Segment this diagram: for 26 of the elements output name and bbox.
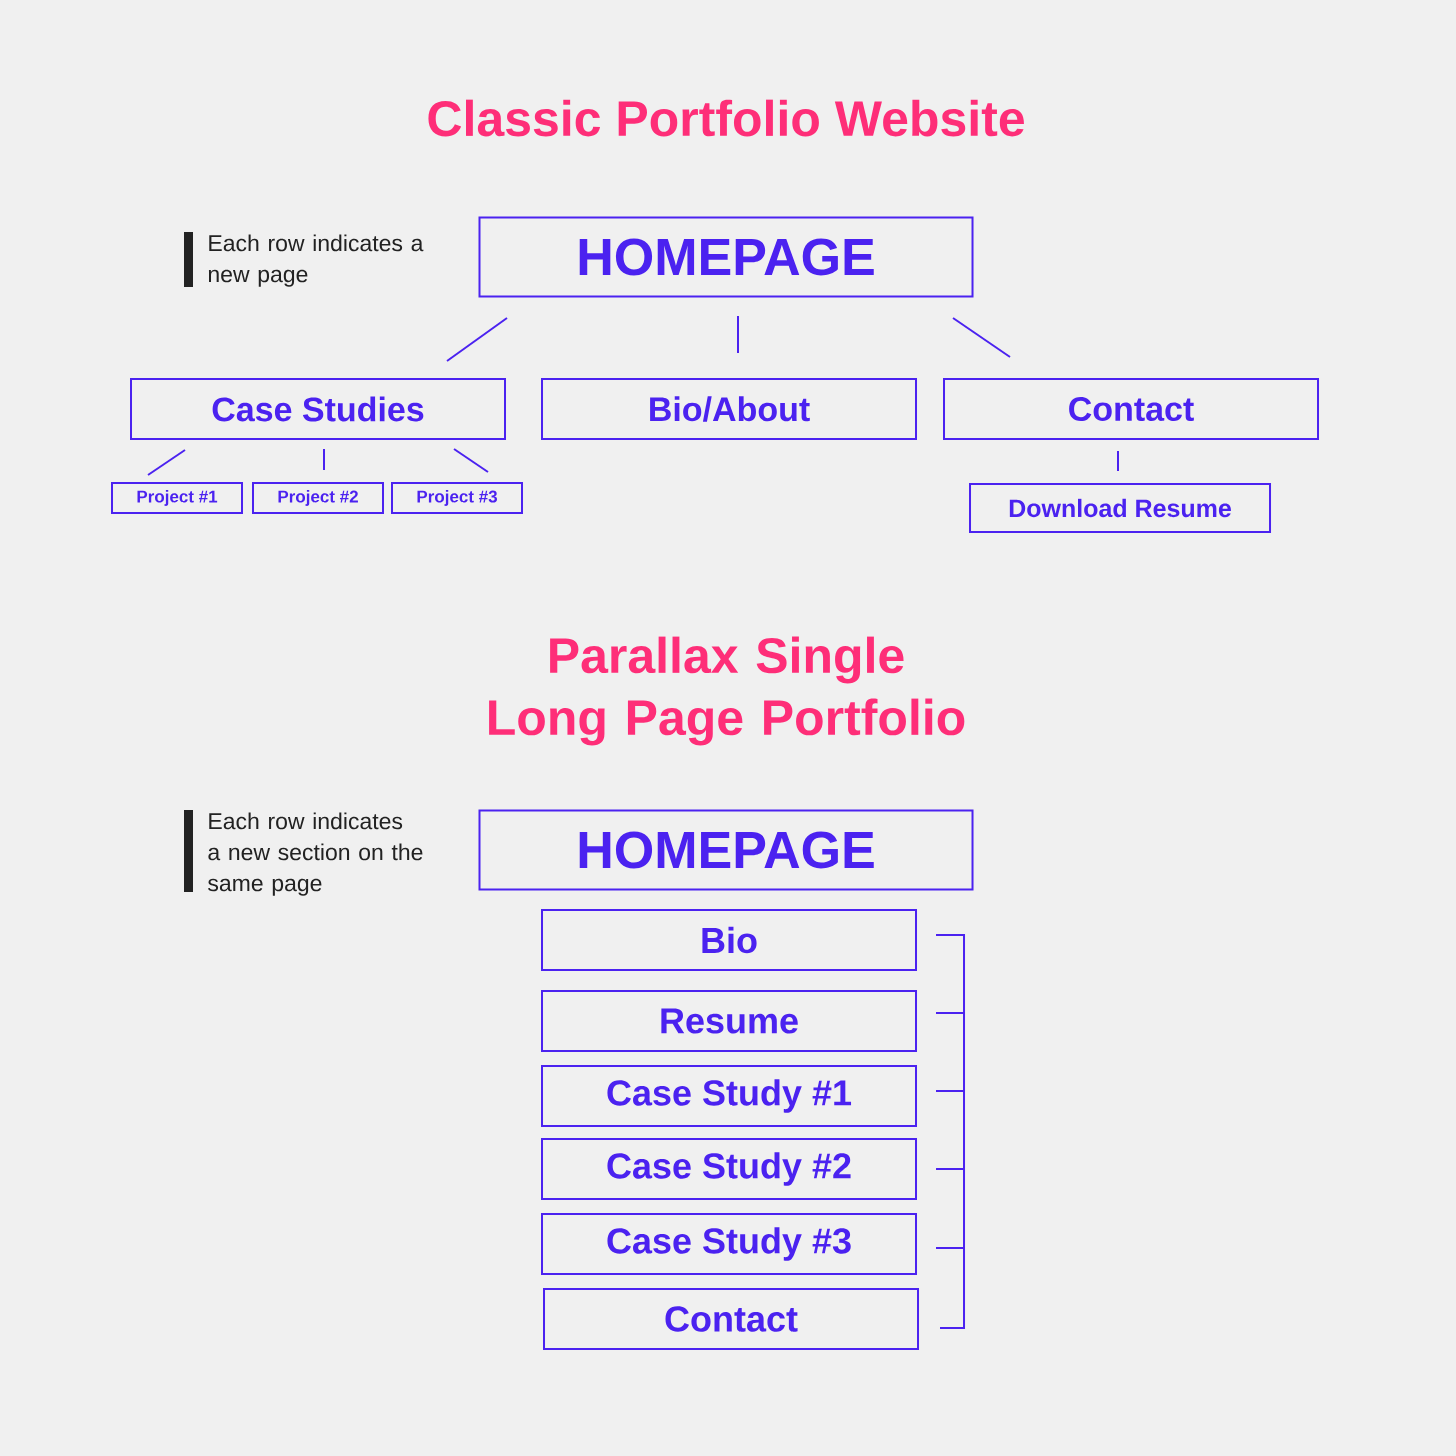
page-box: Contact <box>943 378 1319 440</box>
page-box: Resume <box>541 990 917 1052</box>
connector-line <box>147 449 186 476</box>
page-box: Bio/About <box>541 378 917 440</box>
connector-line <box>737 315 739 354</box>
page-box: Case Study #3 <box>541 1213 917 1275</box>
connector-line <box>323 448 325 471</box>
heading: Classic Portfolio Website <box>428 99 1024 137</box>
page-box: Bio <box>541 909 917 971</box>
heading: Parallax Single Long Page Portfolio <box>489 636 965 746</box>
connector-line <box>446 317 508 362</box>
page-box: Project #2 <box>252 482 384 514</box>
page-box: HOMEPAGE <box>478 216 974 298</box>
page-box: Case Study #1 <box>541 1065 917 1127</box>
note: Each row indicates a new section on the same page <box>184 810 423 896</box>
page-box: Project #3 <box>391 482 523 514</box>
page-box: Download Resume <box>969 483 1271 533</box>
page-box: HOMEPAGE <box>478 809 974 891</box>
page-box: Case Study #2 <box>541 1138 917 1200</box>
connector-line <box>453 448 489 473</box>
connector-line <box>952 317 1011 358</box>
page-box: Contact <box>543 1288 919 1350</box>
page-box: Case Studies <box>130 378 506 440</box>
page-box: Project #1 <box>111 482 243 514</box>
note: Each row indicates a new page <box>184 232 424 287</box>
connector-line <box>1117 450 1119 472</box>
